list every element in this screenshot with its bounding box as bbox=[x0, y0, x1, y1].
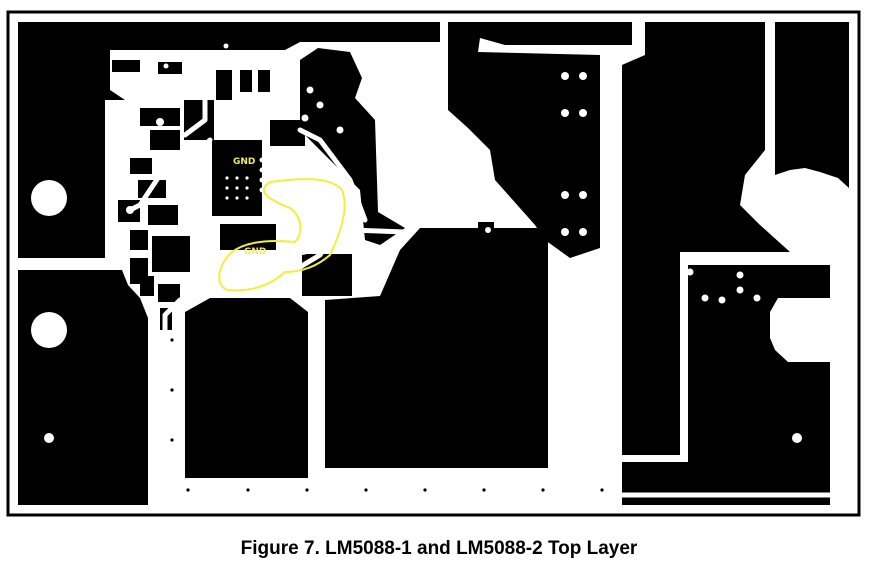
copper-pour-top-right-a bbox=[448, 22, 632, 258]
pour-vias bbox=[126, 41, 761, 304]
copper-pour-top-right-c bbox=[775, 22, 849, 188]
pcb-top-layer-diagram: GND GND bbox=[6, 10, 861, 517]
copper-pour-right-lower bbox=[622, 265, 830, 505]
controller-area-pads bbox=[112, 60, 494, 330]
ic-thermal-vias bbox=[225, 176, 249, 200]
copper-pour-center-top bbox=[300, 48, 405, 245]
perimeter-via-row bbox=[170, 338, 782, 492]
copper-pour-center bbox=[325, 228, 548, 468]
copper-pour-bottom-left bbox=[18, 270, 148, 505]
highlight-loop bbox=[218, 178, 346, 292]
copper-pour-right-pad bbox=[688, 268, 770, 332]
copper-pour-top-right-b bbox=[622, 22, 790, 455]
figure-caption: Figure 7. LM5088-1 and LM5088-2 Top Laye… bbox=[240, 538, 638, 559]
copper-pour-top-left bbox=[18, 22, 440, 258]
signal-traces bbox=[127, 87, 838, 498]
copper-pour-center-left bbox=[185, 298, 308, 478]
mounting-holes bbox=[31, 177, 815, 443]
silkscreen-label-gnd-loop: GND bbox=[244, 247, 266, 257]
silkscreen-label-gnd-ic: GND bbox=[233, 157, 255, 167]
